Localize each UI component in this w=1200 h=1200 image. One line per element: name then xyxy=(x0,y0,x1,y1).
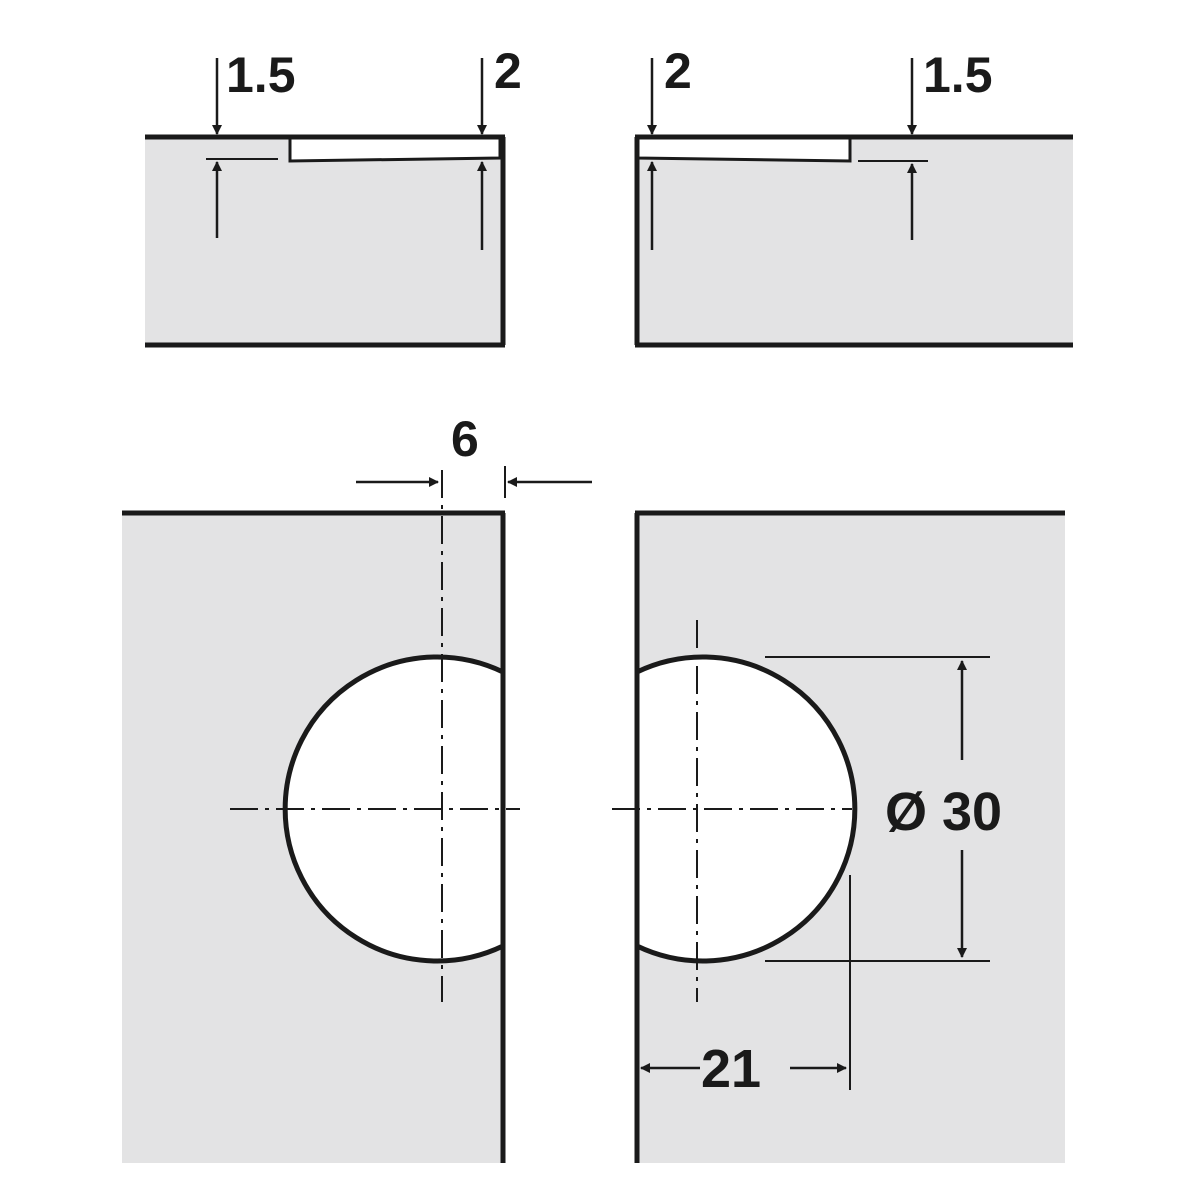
offset-label: 6 xyxy=(451,411,479,467)
top-right-section: 2 1.5 xyxy=(634,43,1073,348)
bottom-right-face: Ø 30 21 xyxy=(612,510,1065,1163)
top-right-depth-label: 1.5 xyxy=(923,47,993,103)
bottom-right-cup-hole xyxy=(634,654,858,964)
top-left-panel xyxy=(145,137,505,345)
top-right-recess xyxy=(635,135,852,163)
top-left-section: 1.5 2 xyxy=(145,43,522,348)
bottom-left-face: 6 xyxy=(122,411,592,1163)
top-left-recess xyxy=(288,135,502,163)
top-right-panel xyxy=(635,137,1073,345)
diameter-label: Ø 30 xyxy=(885,782,1002,842)
top-right-edge-label: 2 xyxy=(664,43,692,99)
top-left-edge-label: 2 xyxy=(494,43,522,99)
distance-label: 21 xyxy=(701,1039,761,1099)
top-left-depth-label: 1.5 xyxy=(226,47,296,103)
